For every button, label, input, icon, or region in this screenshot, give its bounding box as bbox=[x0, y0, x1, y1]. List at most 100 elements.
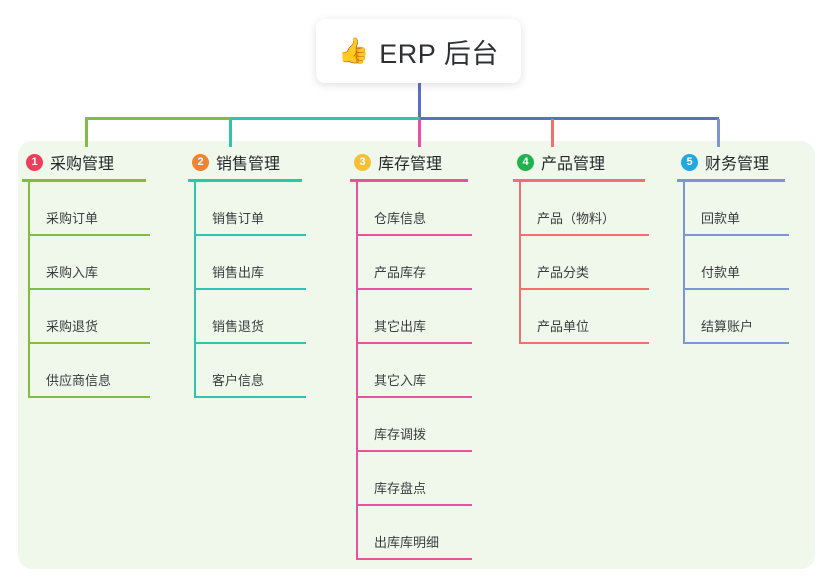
menu-item-label: 产品（物料） bbox=[537, 211, 616, 226]
connector-trunk bbox=[418, 83, 421, 119]
menu-item[interactable]: 其它入库 bbox=[356, 344, 472, 398]
menu-item-rail bbox=[683, 236, 685, 290]
menu-item[interactable]: 库存调拨 bbox=[356, 398, 472, 452]
module-header-4[interactable]: 4 产品管理 bbox=[513, 147, 665, 177]
module-header-rule bbox=[677, 179, 785, 182]
menu-item-underline bbox=[356, 504, 472, 506]
menu-item[interactable]: 产品分类 bbox=[519, 236, 649, 290]
menu-item[interactable]: 结算账户 bbox=[683, 290, 789, 344]
menu-item-label: 付款单 bbox=[701, 265, 741, 280]
module-title: 产品管理 bbox=[541, 156, 606, 173]
menu-item[interactable]: 其它出库 bbox=[356, 290, 472, 344]
menu-item-label: 采购订单 bbox=[46, 211, 99, 226]
menu-item-underline bbox=[194, 234, 306, 236]
module-number-badge: 4 bbox=[517, 153, 534, 171]
menu-item-underline bbox=[28, 288, 150, 290]
menu-item-rail bbox=[519, 236, 521, 290]
menu-item[interactable]: 采购订单 bbox=[28, 182, 150, 236]
module-title: 财务管理 bbox=[705, 156, 770, 173]
menu-item[interactable]: 回款单 bbox=[683, 182, 789, 236]
menu-item-underline bbox=[519, 288, 649, 290]
menu-item-rail bbox=[356, 398, 358, 452]
connector-bus-segment-3 bbox=[420, 117, 719, 120]
menu-item-label: 采购退货 bbox=[46, 319, 99, 334]
menu-item[interactable]: 产品单位 bbox=[519, 290, 649, 344]
menu-item[interactable]: 仓库信息 bbox=[356, 182, 472, 236]
menu-item-underline bbox=[194, 396, 306, 398]
module-header-rule bbox=[350, 179, 468, 182]
menu-item-rail bbox=[194, 290, 196, 344]
menu-item-label: 库存调拨 bbox=[374, 427, 427, 442]
menu-item[interactable]: 付款单 bbox=[683, 236, 789, 290]
menu-item-label: 其它出库 bbox=[374, 319, 427, 334]
menu-item-underline bbox=[356, 396, 472, 398]
menu-item-rail bbox=[356, 290, 358, 344]
menu-item-rail bbox=[356, 452, 358, 506]
root-node-title: ERP 后台 bbox=[379, 38, 499, 69]
menu-item[interactable]: 采购入库 bbox=[28, 236, 150, 290]
module-number-badge: 3 bbox=[354, 153, 371, 171]
connector-drop-5 bbox=[717, 119, 720, 147]
menu-item[interactable]: 库存盘点 bbox=[356, 452, 472, 506]
menu-item-rail bbox=[28, 290, 30, 344]
menu-item-label: 仓库信息 bbox=[374, 211, 427, 226]
menu-item-rail bbox=[28, 236, 30, 290]
menu-item-rail bbox=[356, 182, 358, 236]
menu-item-underline bbox=[28, 342, 150, 344]
menu-item-rail bbox=[194, 344, 196, 398]
menu-item-rail bbox=[356, 506, 358, 560]
menu-item-underline bbox=[683, 234, 789, 236]
menu-item[interactable]: 出库库明细 bbox=[356, 506, 472, 560]
menu-item-underline bbox=[519, 342, 649, 344]
menu-item-label: 客户信息 bbox=[212, 373, 265, 388]
menu-item[interactable]: 产品库存 bbox=[356, 236, 472, 290]
menu-item-underline bbox=[519, 234, 649, 236]
module-number-badge: 1 bbox=[26, 153, 43, 171]
menu-item-label: 产品库存 bbox=[374, 265, 427, 280]
module-item-list: 销售订单销售出库销售退货客户信息 bbox=[194, 182, 338, 398]
menu-item-label: 供应商信息 bbox=[46, 373, 112, 388]
menu-item-rail bbox=[194, 182, 196, 236]
menu-item[interactable]: 客户信息 bbox=[194, 344, 306, 398]
menu-item-underline bbox=[28, 396, 150, 398]
menu-item[interactable]: 采购退货 bbox=[28, 290, 150, 344]
connector-drop-4 bbox=[551, 119, 554, 147]
modules-panel bbox=[18, 141, 815, 569]
menu-item-label: 销售退货 bbox=[212, 319, 265, 334]
thumbs-up-icon: 👍 bbox=[338, 36, 370, 65]
menu-item-label: 库存盘点 bbox=[374, 481, 427, 496]
module-number-badge: 2 bbox=[192, 153, 209, 171]
menu-item-rail bbox=[519, 182, 521, 236]
module-item-list: 仓库信息产品库存其它出库其它入库库存调拨库存盘点出库库明细 bbox=[356, 182, 502, 560]
connector-bus-segment-1 bbox=[85, 117, 230, 120]
module-header-rule bbox=[22, 179, 146, 182]
module-item-list: 回款单付款单结算账户 bbox=[683, 182, 817, 344]
menu-item-underline bbox=[28, 234, 150, 236]
menu-item[interactable]: 销售订单 bbox=[194, 182, 306, 236]
connector-drop-1 bbox=[85, 119, 88, 147]
menu-item-rail bbox=[356, 236, 358, 290]
menu-item[interactable]: 供应商信息 bbox=[28, 344, 150, 398]
menu-item-label: 回款单 bbox=[701, 211, 741, 226]
module-header-rule bbox=[513, 179, 645, 182]
menu-item-underline bbox=[356, 450, 472, 452]
menu-item-underline bbox=[356, 288, 472, 290]
menu-item-label: 产品分类 bbox=[537, 265, 590, 280]
menu-item[interactable]: 销售出库 bbox=[194, 236, 306, 290]
menu-item-rail bbox=[356, 344, 358, 398]
menu-item-underline bbox=[683, 342, 789, 344]
root-node-erp-backend[interactable]: 👍 ERP 后台 bbox=[316, 19, 521, 83]
menu-item-rail bbox=[683, 182, 685, 236]
menu-item-rail bbox=[683, 290, 685, 344]
menu-item[interactable]: 销售退货 bbox=[194, 290, 306, 344]
connector-bus-segment-2 bbox=[230, 117, 420, 120]
menu-item-label: 采购入库 bbox=[46, 265, 99, 280]
menu-item[interactable]: 产品（物料） bbox=[519, 182, 649, 236]
